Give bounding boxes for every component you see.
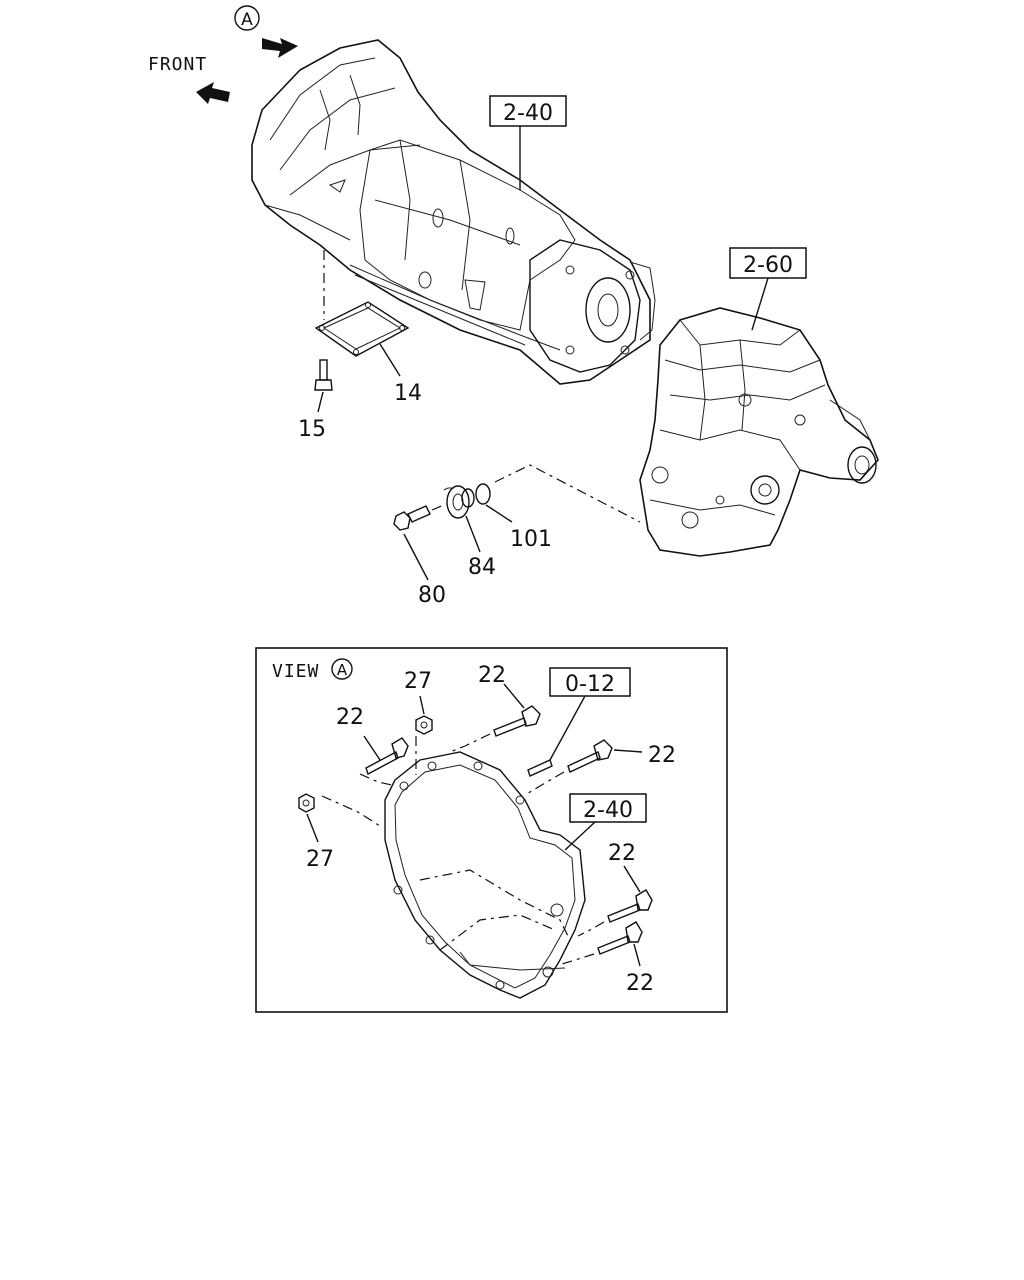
view-a-marker: A [234, 5, 260, 31]
leader-101 [485, 504, 513, 523]
bolt-22-lower-right-upper [607, 889, 653, 923]
part-22-top-center-label: 22 [478, 663, 506, 688]
leader-22-top-center [503, 683, 525, 709]
ref-box-2-60 [729, 247, 807, 279]
part-101-label: 101 [510, 527, 552, 552]
leader-22-right [613, 749, 643, 753]
view-inset-letter: A [337, 661, 348, 679]
leader-22-upper-left [363, 735, 381, 761]
washer-84 [443, 485, 475, 519]
part-22-lower-right-lower-label: 22 [626, 971, 654, 996]
ref-2-40-view: 2-40 [583, 798, 633, 823]
ref-box-2-40-top [489, 95, 567, 127]
leader-2-40-view [564, 821, 596, 851]
leader-84 [465, 515, 481, 553]
ref-0-12: 0-12 [565, 672, 615, 697]
leader-80 [403, 533, 429, 581]
dowel-pin [527, 759, 553, 777]
transfer-case-assembly [639, 307, 879, 557]
bolt-22-top-center [493, 705, 541, 737]
oring-to-case-dash [494, 464, 641, 523]
part-27-left-label: 27 [306, 847, 334, 872]
view-inset-marker: A [331, 658, 353, 680]
leader-27-top [419, 695, 425, 715]
leader-14 [379, 343, 401, 377]
leader-2-60 [751, 277, 769, 331]
o-ring-101 [475, 483, 491, 505]
view-label: VIEW [272, 661, 319, 682]
ref-box-0-12 [549, 667, 631, 697]
view-a-inset-frame [255, 647, 728, 1013]
bolt-22-right [567, 739, 613, 773]
view-a-letter: A [241, 10, 253, 30]
part-15-label: 15 [298, 417, 326, 442]
part-84-label: 84 [468, 555, 496, 580]
bolt-80 [393, 505, 431, 531]
ref-box-2-40-view [569, 793, 647, 823]
part-22-right-label: 22 [648, 743, 676, 768]
part-80-label: 80 [418, 583, 446, 608]
part-22-upper-left-label: 22 [336, 705, 364, 730]
leader-0-12 [549, 695, 586, 761]
leader-22-lower-right-lower [633, 943, 641, 967]
nut-27-top [415, 715, 433, 735]
front-arrow-icon [196, 82, 230, 104]
leader-15 [317, 391, 324, 413]
ref-2-40-top: 2-40 [503, 101, 553, 126]
oil-pan-gasket [314, 301, 410, 357]
adapter-plate [384, 751, 586, 999]
part-27-top-label: 27 [404, 669, 432, 694]
bolt-22-upper-left [365, 737, 409, 776]
pan-bolt-15 [314, 359, 333, 391]
part-14-label: 14 [394, 381, 422, 406]
bolt-22-lower-right-lower [597, 921, 643, 955]
ref-2-60: 2-60 [743, 253, 793, 278]
leader-22-lower-right-upper [623, 865, 641, 893]
nut-27-left [298, 793, 315, 813]
view-direction-arrow-icon [262, 38, 298, 58]
leader-27-left [306, 813, 319, 843]
front-label: FRONT [148, 54, 207, 75]
transmission-assembly [251, 39, 656, 385]
part-22-lower-right-upper-label: 22 [608, 841, 636, 866]
